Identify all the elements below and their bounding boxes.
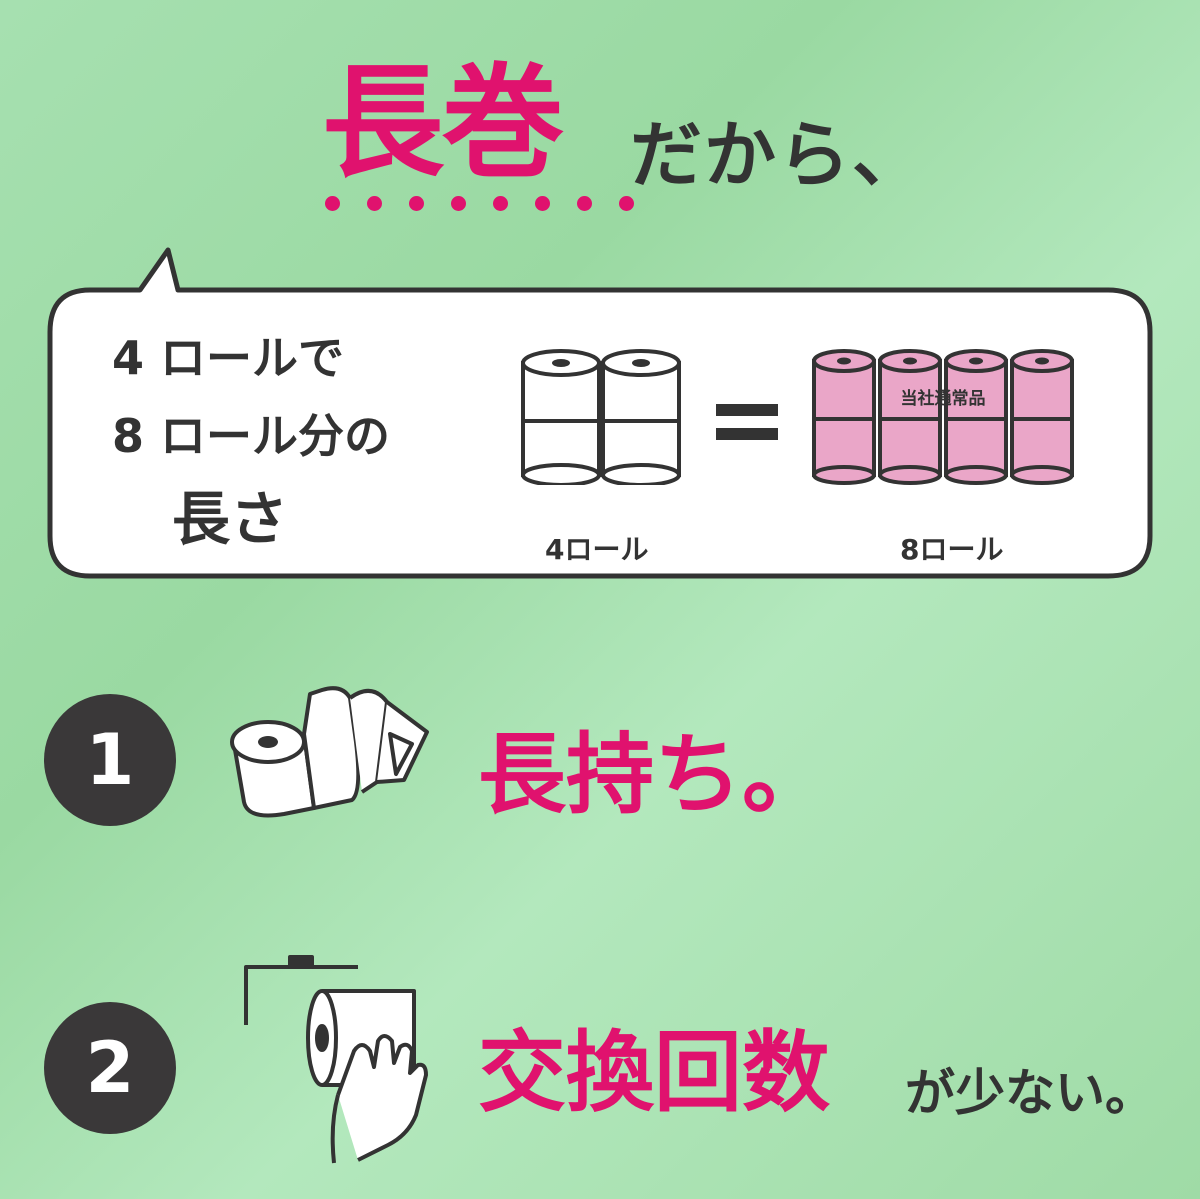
unrolled-toilet-paper-icon xyxy=(230,686,429,818)
headline: 長巻 だから、 xyxy=(0,58,1200,198)
regular-product-label: 当社通常品 xyxy=(900,389,986,409)
feature-1-title: 長持ち。 xyxy=(478,723,831,826)
pink-toilet-roll-stack-icon xyxy=(812,349,1074,485)
bubble-line-3: 長さ xyxy=(172,485,289,553)
bubble-line-2: 8 ロール分の xyxy=(112,409,391,463)
toilet-paper-holder-hand-icon xyxy=(244,955,428,1164)
feature-2-title: 交換回数 xyxy=(478,1021,831,1124)
bubble-line-1: 4 ロールで xyxy=(112,331,345,385)
headline-main: 長巻 xyxy=(322,52,564,194)
equals-icon xyxy=(716,404,778,440)
emphasis-dots xyxy=(325,196,645,220)
left-caption: 4ロール xyxy=(545,533,649,566)
toilet-roll-stack-icon xyxy=(521,349,681,485)
feature-number-1: 1 xyxy=(44,694,176,826)
right-caption: 8ロール xyxy=(900,533,1004,566)
headline-sub: だから、 xyxy=(630,113,927,197)
feature-number-2: 2 xyxy=(44,1002,176,1134)
feature-2-subtitle: が少ない。 xyxy=(905,1064,1155,1122)
